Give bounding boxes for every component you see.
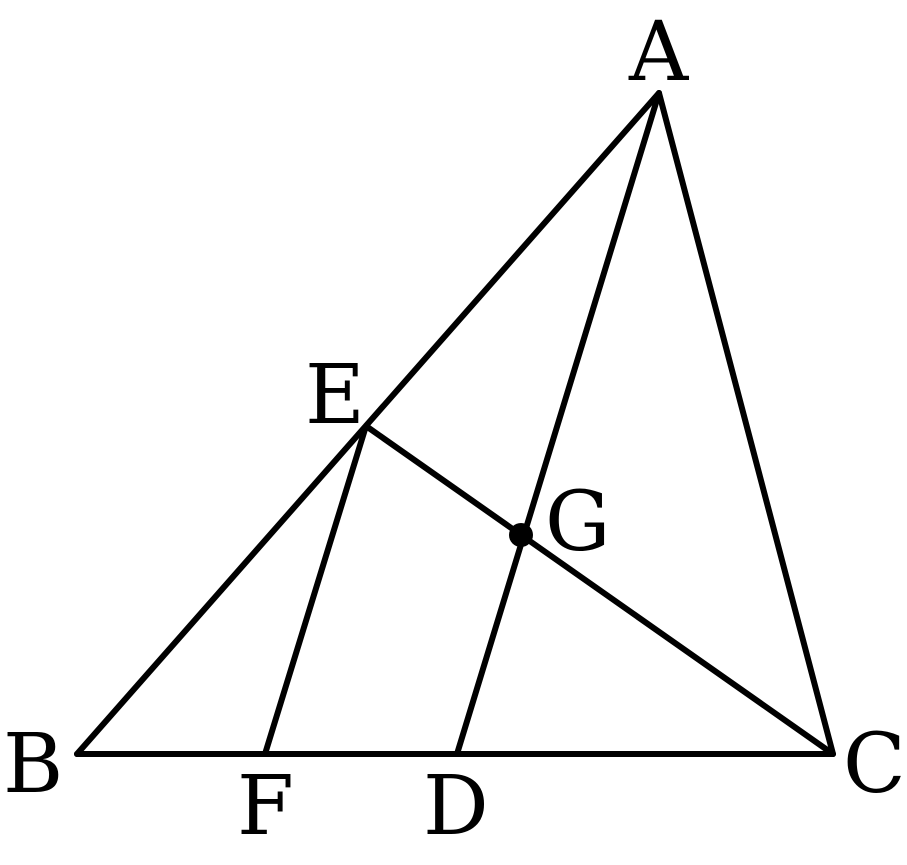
segment-EC [363, 423, 836, 757]
label-B: B [3, 717, 63, 812]
label-F: F [237, 759, 294, 854]
label-D: D [423, 759, 489, 854]
segment-EF [262, 423, 369, 757]
labels-layer: A B C D E F G [3, 5, 906, 854]
points-layer [509, 523, 533, 547]
segment-AB [74, 90, 662, 757]
label-E: E [305, 348, 365, 443]
point-G-dot [509, 523, 533, 547]
label-C: C [843, 717, 906, 812]
label-G: G [545, 475, 611, 570]
segment-AD [454, 90, 662, 757]
label-A: A [628, 5, 690, 100]
segments-layer [74, 90, 836, 757]
segment-AC [656, 90, 836, 757]
